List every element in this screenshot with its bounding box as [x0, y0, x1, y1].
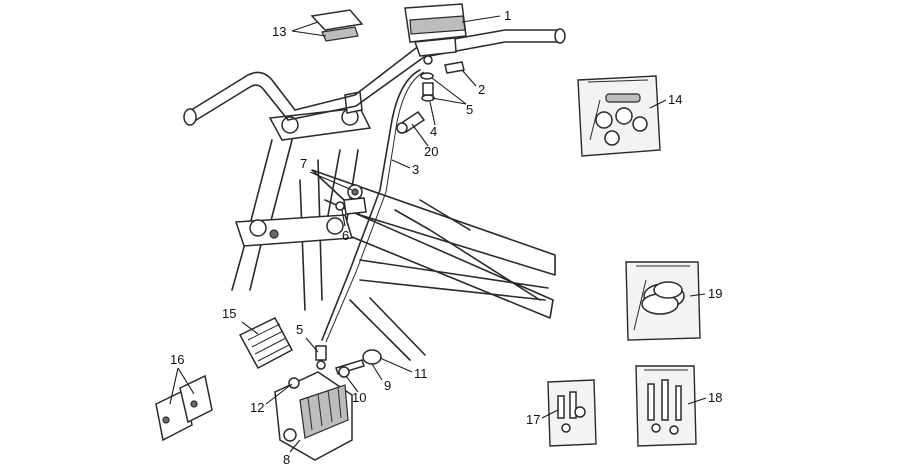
callout-17: 17 — [526, 412, 540, 427]
caliper-fittings — [315, 345, 382, 378]
callout-8: 8 — [283, 452, 290, 467]
handlebar — [183, 28, 566, 126]
callout-19: 19 — [708, 286, 722, 301]
kit-bag-14 — [577, 75, 661, 157]
kit-bag-18 — [635, 365, 697, 447]
callout-9: 9 — [384, 378, 391, 393]
callout-4: 4 — [430, 124, 437, 139]
callout-1: 1 — [504, 8, 511, 23]
callout-16: 16 — [170, 352, 184, 367]
frame — [299, 159, 556, 361]
callout-7: 7 — [300, 156, 307, 171]
callout-5-upper: 5 — [466, 102, 473, 117]
callout-13: 13 — [272, 24, 286, 39]
callout-18: 18 — [708, 390, 722, 405]
kit-bag-17 — [547, 379, 597, 447]
callout-2: 2 — [478, 82, 485, 97]
kit-bag-19 — [625, 261, 701, 341]
callouts: 1 2 3 4 5 5 6 7 8 9 10 11 12 13 14 15 16… — [170, 8, 722, 467]
callout-10: 10 — [352, 390, 366, 405]
front-brake-master-cylinder — [404, 3, 467, 65]
callout-14: 14 — [668, 92, 682, 107]
reservoir-cap — [310, 9, 364, 42]
callout-5-lower: 5 — [296, 322, 303, 337]
hose-guide — [335, 184, 367, 215]
pad-shims — [155, 374, 213, 442]
fork-assembly — [231, 91, 372, 291]
callout-6: 6 — [342, 228, 349, 243]
callout-11: 11 — [414, 366, 428, 381]
brake-hose — [321, 69, 425, 343]
master-cylinder-fittings — [396, 61, 465, 134]
brake-pad — [238, 317, 294, 370]
leader-lines — [169, 15, 707, 453]
callout-3: 3 — [412, 162, 419, 177]
callout-20: 20 — [424, 144, 438, 159]
brake-caliper — [274, 371, 353, 461]
callout-15: 15 — [222, 306, 236, 321]
callout-12: 12 — [250, 400, 264, 415]
